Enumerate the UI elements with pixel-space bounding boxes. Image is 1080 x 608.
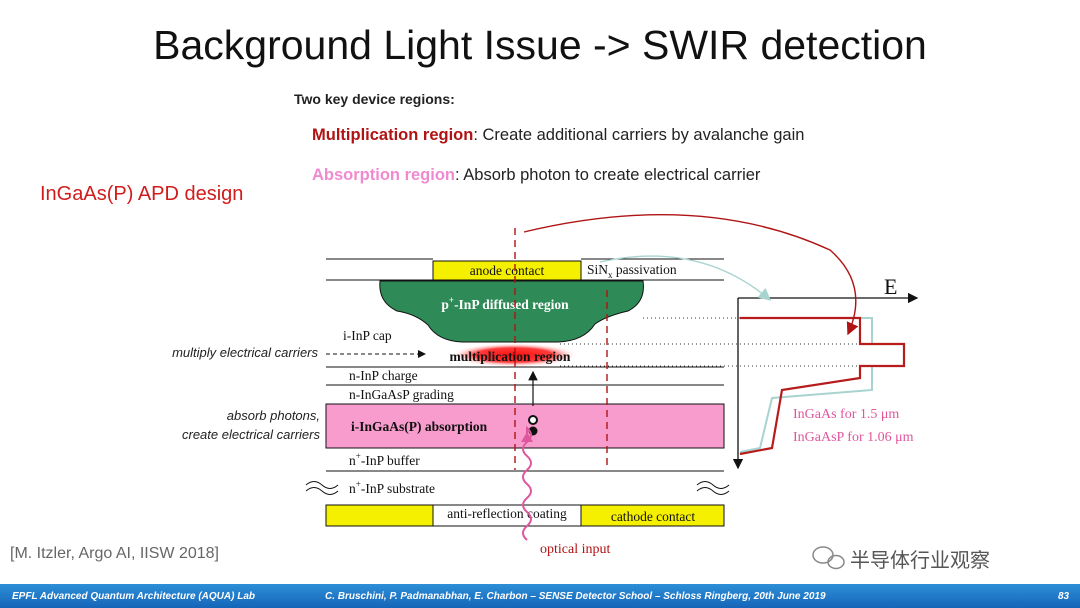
absorb-note-line2: create electrical carriers bbox=[182, 427, 320, 442]
diffused-region-label: p+-InP diffused region bbox=[441, 295, 569, 312]
footer-authors: C. Bruschini, P. Padmanabhan, E. Charbon… bbox=[325, 591, 826, 602]
multiplication-region bbox=[450, 343, 578, 367]
cap-label: i-InP cap bbox=[343, 328, 392, 343]
p-diffused-region bbox=[379, 280, 644, 343]
multiplication-key: Multiplication region bbox=[312, 126, 474, 144]
wechat-icon bbox=[812, 546, 845, 570]
intro-text: Two key device regions: bbox=[294, 91, 455, 107]
substrate-break-right bbox=[696, 481, 730, 495]
footer-bar: EPFL Advanced Quantum Architecture (AQUA… bbox=[0, 584, 1080, 608]
field-mapping-arrow-teal bbox=[599, 255, 772, 301]
cathode-contact bbox=[580, 504, 725, 527]
charge-layer-label: n-InP charge bbox=[349, 368, 418, 383]
field-profile-ingaas bbox=[739, 316, 906, 456]
ingaas-label: InGaAs for 1.5 μm bbox=[793, 407, 899, 422]
photon-wave bbox=[522, 425, 532, 541]
field-axis-label: E bbox=[884, 274, 897, 299]
anode-contact bbox=[432, 260, 582, 281]
footer-lab: EPFL Advanced Quantum Architecture (AQUA… bbox=[12, 591, 255, 602]
page-number: 83 bbox=[1058, 591, 1070, 602]
watermark-text: 半导体行业观察 bbox=[850, 550, 990, 572]
absorption-bullet: Absorption region: Absorb photon to crea… bbox=[312, 166, 760, 185]
absorption-layer-label: i-InGaAs(P) absorption bbox=[351, 419, 488, 434]
optical-input-label: optical input bbox=[540, 542, 610, 557]
sin-passivation-label: SiNx passivation bbox=[587, 262, 677, 280]
ingaasp-label: InGaAsP for 1.06 μm bbox=[793, 430, 914, 445]
absorption-key: Absorption region bbox=[312, 166, 455, 184]
substrate-label: n+-InP substrate bbox=[349, 479, 435, 496]
anti-reflection-label: anti-reflection coating bbox=[447, 506, 567, 521]
bottom-contact-left bbox=[325, 504, 434, 527]
multiplication-bullet: Multiplication region: Create additional… bbox=[312, 126, 804, 145]
hole-carrier bbox=[528, 415, 538, 425]
multiply-note: multiply electrical carriers bbox=[172, 345, 318, 360]
slide-title: Background Light Issue -> SWIR detection bbox=[153, 22, 927, 68]
apd-design-title: InGaAs(P) APD design bbox=[40, 183, 244, 205]
grading-layer-label: n-InGaAsP grading bbox=[349, 387, 454, 402]
absorption-desc: : Absorb photon to create electrical car… bbox=[455, 166, 761, 184]
anode-contact-label: anode contact bbox=[470, 263, 545, 278]
multiplication-region-label: multiplication region bbox=[450, 349, 571, 364]
field-mapping-arrow-red bbox=[523, 214, 859, 336]
citation: [M. Itzler, Argo AI, IISW 2018] bbox=[10, 545, 219, 562]
absorb-note-line1: absorb photons, bbox=[227, 408, 320, 423]
buffer-layer-label: n+-InP buffer bbox=[349, 451, 420, 468]
multiplication-desc: : Create additional carriers by avalanch… bbox=[473, 126, 805, 144]
cathode-contact-label: cathode contact bbox=[611, 509, 696, 524]
substrate-break-left bbox=[305, 481, 339, 495]
photon-arrowhead bbox=[521, 432, 533, 442]
